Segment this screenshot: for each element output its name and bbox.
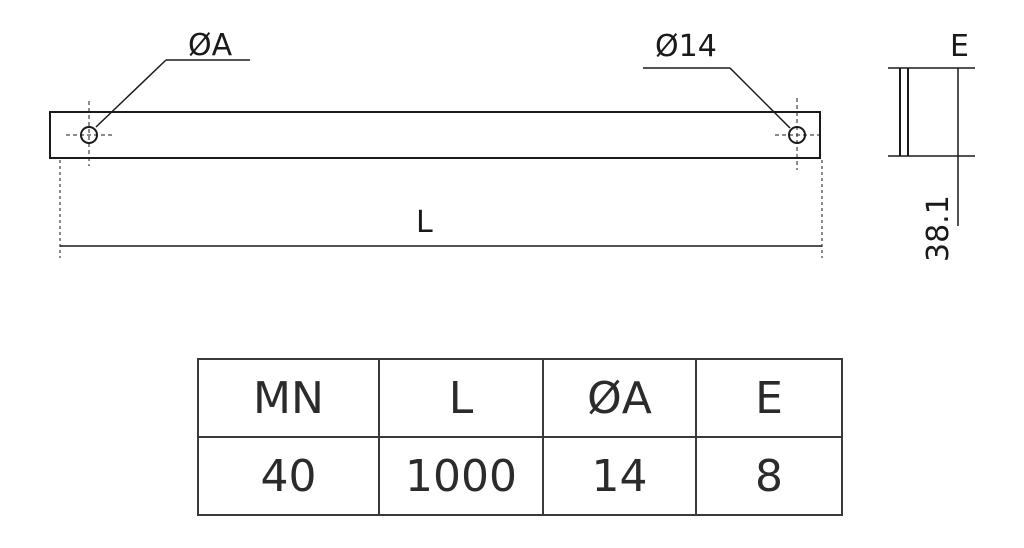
bar-outline xyxy=(49,111,821,159)
side-view xyxy=(888,67,975,157)
table-cell: 1000 xyxy=(378,436,544,516)
left-hole xyxy=(66,101,114,166)
right-hole xyxy=(775,98,822,170)
table-header-cell: L xyxy=(378,358,544,438)
hole-left-label: ØA xyxy=(188,28,233,63)
table-header-cell: ØA xyxy=(542,358,697,438)
table-cell: 8 xyxy=(695,436,843,516)
hole-right-leader xyxy=(643,67,791,129)
table-cell: 40 xyxy=(197,436,380,516)
thickness-label: E xyxy=(950,29,969,64)
length-dimension xyxy=(59,160,823,258)
table-header-cell: MN xyxy=(197,358,380,438)
table-cell: 14 xyxy=(542,436,697,516)
table-row: 40 1000 14 8 xyxy=(197,436,843,516)
hole-left-leader xyxy=(95,59,250,128)
table-header-cell: E xyxy=(695,358,843,438)
table-header-row: MN L ØA E xyxy=(197,358,843,438)
hole-right-label: Ø14 xyxy=(655,29,717,64)
width-label: 38.1 xyxy=(921,195,956,262)
length-label: L xyxy=(416,205,433,240)
spec-table: MN L ØA E 40 1000 14 8 xyxy=(197,358,843,516)
